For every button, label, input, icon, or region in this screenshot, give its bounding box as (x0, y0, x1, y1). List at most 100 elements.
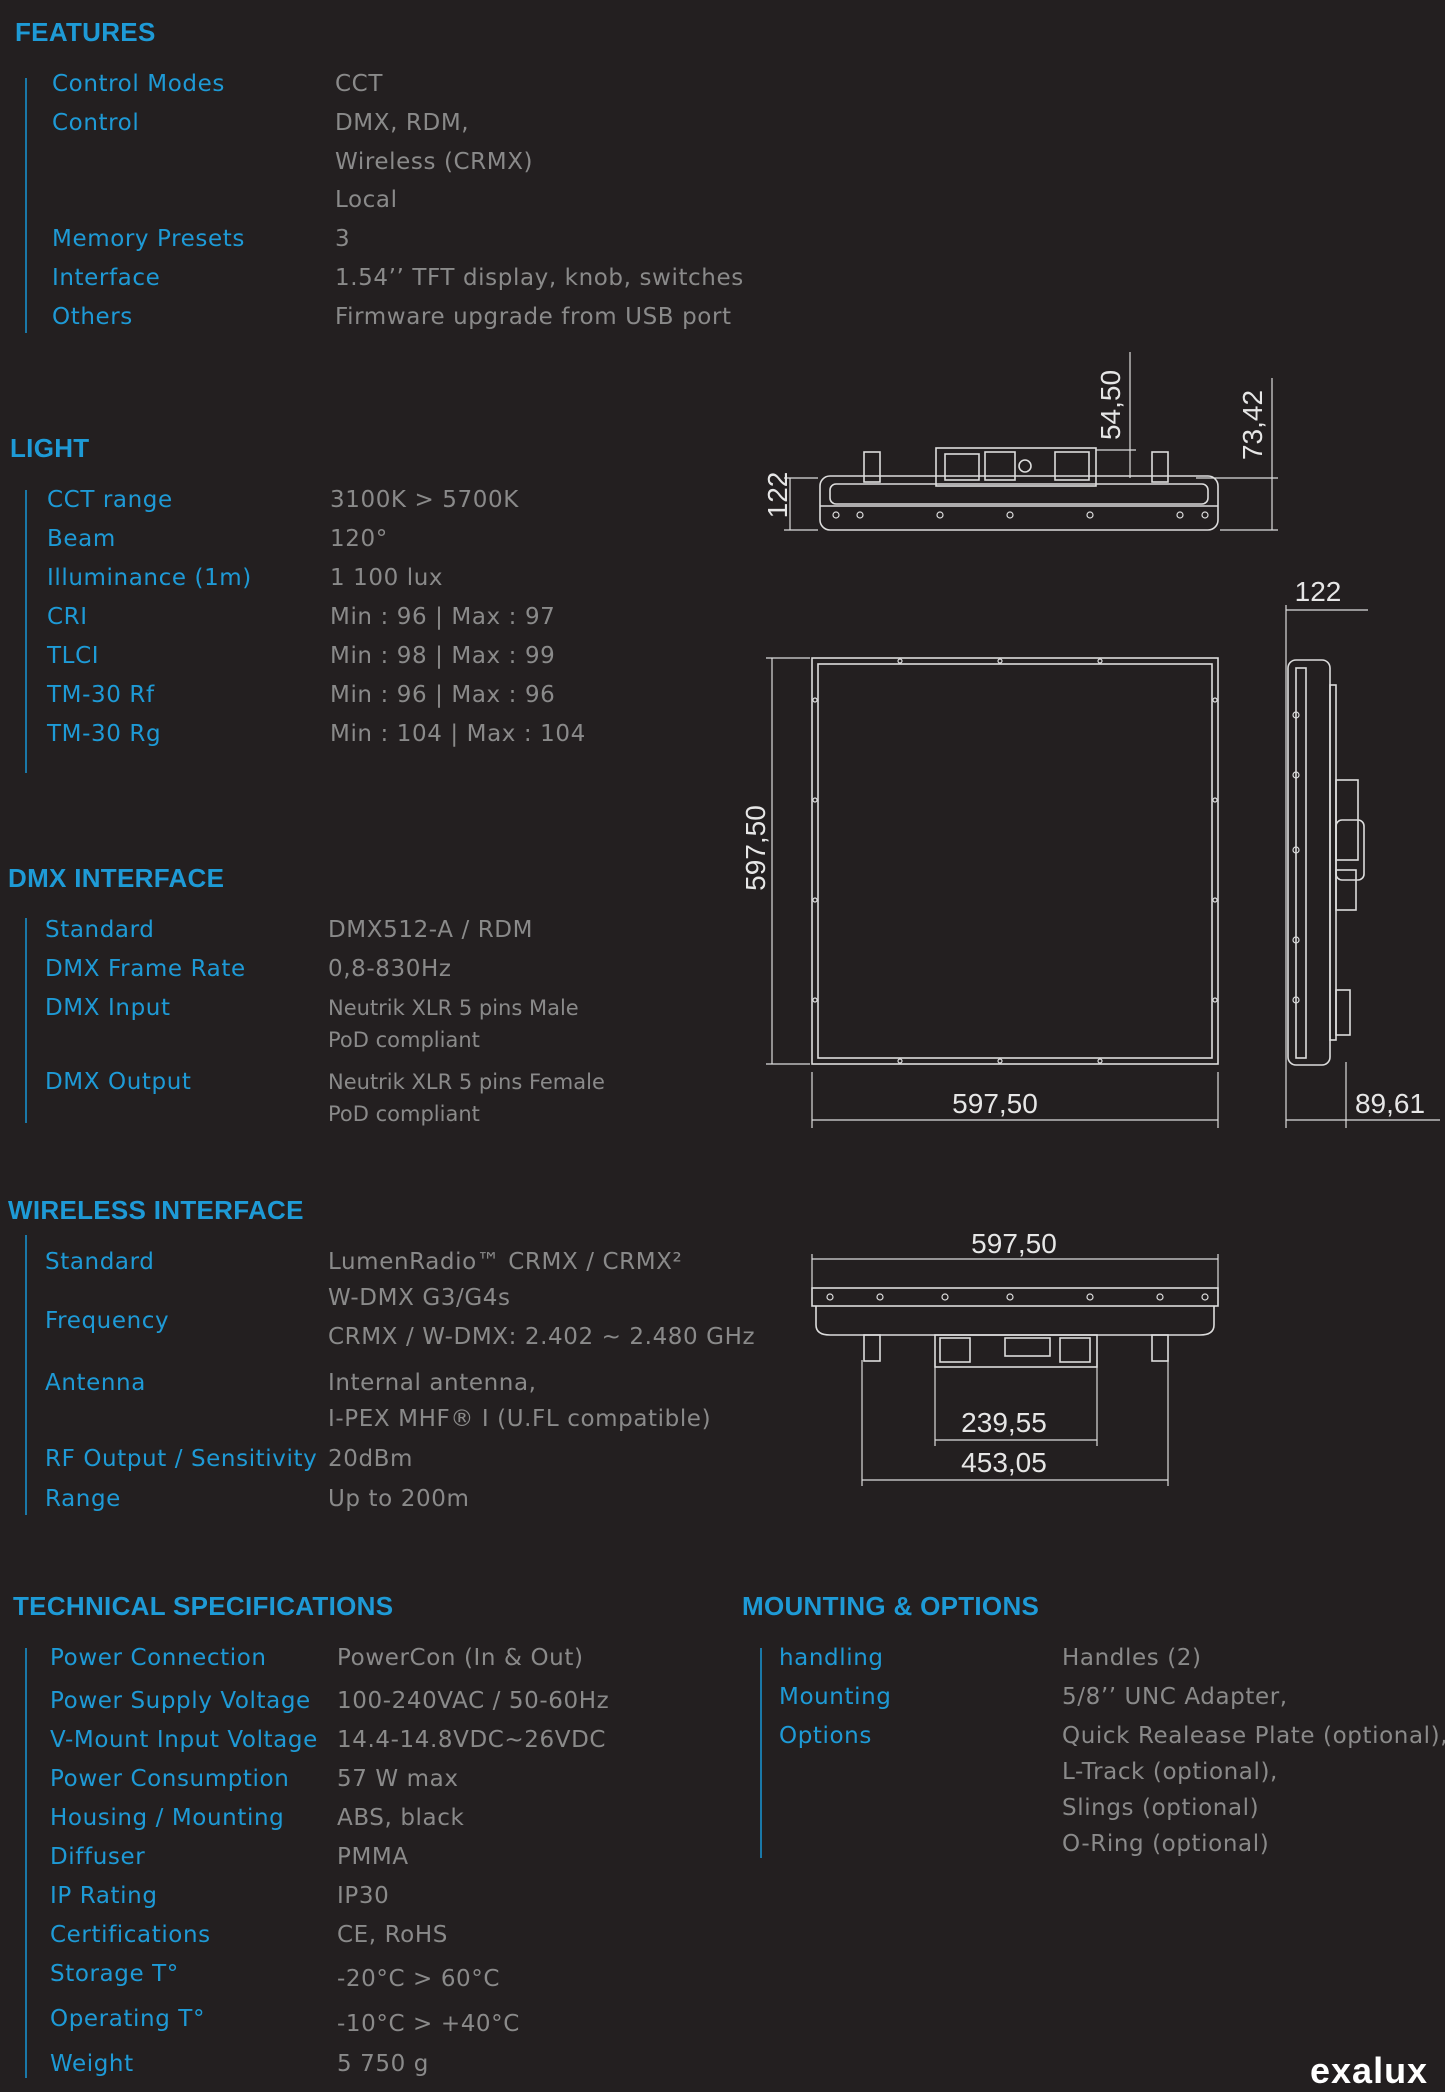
dmx-bar (25, 918, 27, 1123)
tech-label-certifications: Certifications (50, 1922, 211, 1948)
wireless-value-antenna-1: Internal antenna, (328, 1370, 537, 1396)
tech-value-weight: 5 750 g (337, 2051, 429, 2077)
mounting-value-options-4: O-Ring (optional) (1062, 1831, 1270, 1857)
dmx-label-output: DMX Output (45, 1069, 192, 1095)
front-view-dimension-lines (766, 657, 1219, 1128)
features-value-control-2: Wireless (CRMX) (335, 149, 534, 175)
mounting-label-options: Options (779, 1723, 872, 1749)
top-view-dim-122: 122 (762, 472, 793, 519)
tech-label-ip: IP Rating (50, 1883, 158, 1909)
bottom-view-dim-width: 597,50 (971, 1228, 1057, 1259)
tech-value-operating: -10°C > +40°C (337, 2011, 520, 2037)
front-view-dim-height: 597,50 (740, 805, 771, 891)
tech-label-consumption: Power Consumption (50, 1766, 290, 1792)
dmx-title: DMX INTERFACE (8, 863, 225, 893)
light-value-tlci: Min : 98 | Max : 99 (330, 643, 556, 669)
features-bar (25, 78, 27, 333)
tech-value-power-connection: PowerCon (In & Out) (337, 1645, 584, 1671)
dmx-value-input-2: PoD compliant (328, 1028, 480, 1052)
tech-label-power-connection: Power Connection (50, 1645, 267, 1671)
wireless-label-frequency: Frequency (45, 1308, 170, 1334)
light-title: LIGHT (10, 433, 90, 463)
mounting-value-options-3: Slings (optional) (1062, 1795, 1260, 1821)
light-label-cct: CCT range (47, 487, 173, 513)
side-view-drawing (1287, 659, 1365, 1066)
tech-value-ip: IP30 (337, 1883, 390, 1909)
tech-value-power-supply: 100-240VAC / 50-60Hz (337, 1688, 610, 1714)
wireless-label-range: Range (45, 1486, 121, 1512)
dmx-value-standard: DMX512-A / RDM (328, 917, 534, 943)
tech-title: TECHNICAL SPECIFICATIONS (13, 1591, 394, 1621)
light-value-tm30rg: Min : 104 | Max : 104 (330, 721, 586, 747)
side-view-dim-depth-bottom: 89,61 (1355, 1088, 1425, 1119)
light-value-tm30rf: Min : 96 | Max : 96 (330, 682, 556, 708)
tech-value-storage: -20°C > 60°C (337, 1966, 501, 1992)
mounting-label-handling: handling (779, 1645, 884, 1671)
mounting-value-mounting: 5/8’’ UNC Adapter, (1062, 1684, 1288, 1710)
tech-label-vmount: V-Mount Input Voltage (50, 1727, 318, 1753)
dmx-value-output-1: Neutrik XLR 5 pins Female (328, 1070, 605, 1094)
dmx-value-output-2: PoD compliant (328, 1102, 480, 1126)
bottom-view-drawing (811, 1287, 1219, 1368)
mounting-bar (760, 1648, 762, 1858)
light-value-beam: 120° (330, 526, 388, 552)
tech-value-housing: ABS, black (337, 1805, 465, 1831)
front-view-dim-width: 597,50 (952, 1088, 1038, 1119)
wireless-value-antenna-2: I-PEX MHF® I (U.FL compatible) (328, 1406, 712, 1432)
bottom-view-dim-outer: 453,05 (961, 1447, 1047, 1478)
light-label-tm30rg: TM-30 Rg (47, 721, 162, 747)
tech-value-consumption: 57 W max (337, 1766, 459, 1792)
dmx-label-framerate: DMX Frame Rate (45, 956, 246, 982)
wireless-value-frequency-2: CRMX / W-DMX: 2.402 ~ 2.480 GHz (328, 1324, 756, 1350)
exalux-logo: exalux (1310, 2050, 1429, 2091)
top-view-dim-7342: 73,42 (1237, 390, 1268, 460)
top-view-dimension-lines (784, 352, 1278, 531)
features-value-control-modes: CCT (335, 71, 383, 97)
mounting-value-handling: Handles (2) (1062, 1645, 1202, 1671)
tech-label-operating: Operating T° (50, 2006, 206, 2032)
light-label-beam: Beam (47, 526, 116, 552)
dmx-label-input: DMX Input (45, 995, 171, 1021)
dmx-value-input-1: Neutrik XLR 5 pins Male (328, 996, 579, 1020)
mounting-label-mounting: Mounting (779, 1684, 892, 1710)
light-value-illuminance: 1 100 lux (330, 565, 444, 591)
tech-value-diffuser: PMMA (337, 1844, 409, 1870)
light-bar (25, 490, 27, 773)
bottom-view-dim-inner: 239,55 (961, 1407, 1047, 1438)
light-label-tm30rf: TM-30 Rf (47, 682, 155, 708)
features-label-interface: Interface (52, 265, 161, 291)
features-value-others: Firmware upgrade from USB port (335, 304, 732, 330)
features-value-memory: 3 (335, 226, 351, 252)
wireless-label-standard: Standard (45, 1249, 155, 1275)
top-view-drawing (819, 447, 1219, 531)
dmx-label-standard: Standard (45, 917, 155, 943)
features-label-memory: Memory Presets (52, 226, 245, 252)
features-value-interface: 1.54’’ TFT display, knob, switches (335, 265, 744, 291)
tech-label-weight: Weight (50, 2051, 134, 2077)
features-value-control-3: Local (335, 187, 398, 213)
top-view-dim-5450: 54,50 (1095, 370, 1126, 440)
wireless-label-rf: RF Output / Sensitivity (45, 1446, 318, 1472)
side-view-dimension-lines (1285, 605, 1440, 1128)
light-label-tlci: TLCI (47, 643, 100, 669)
tech-value-vmount: 14.4-14.8VDC~26VDC (337, 1727, 607, 1753)
wireless-value-standard: LumenRadio™ CRMX / CRMX² (328, 1249, 683, 1275)
tech-label-diffuser: Diffuser (50, 1844, 146, 1870)
wireless-value-rf: 20dBm (328, 1446, 414, 1472)
wireless-value-frequency-1: W-DMX G3/G4s (328, 1285, 511, 1311)
mounting-title: MOUNTING & OPTIONS (742, 1591, 1040, 1621)
wireless-label-antenna: Antenna (45, 1370, 146, 1396)
dmx-value-framerate: 0,8-830Hz (328, 956, 452, 982)
features-label-control-modes: Control Modes (52, 71, 225, 97)
light-value-cct: 3100K > 5700K (330, 487, 519, 513)
features-value-control-1: DMX, RDM, (335, 110, 470, 136)
bottom-view-dimension-lines (811, 1254, 1219, 1486)
light-label-illuminance: Illuminance (1m) (47, 565, 252, 591)
wireless-value-range: Up to 200m (328, 1486, 470, 1512)
mounting-value-options-2: L-Track (optional), (1062, 1759, 1278, 1785)
features-label-control: Control (52, 110, 140, 136)
tech-bar (25, 1648, 27, 2078)
tech-label-power-supply: Power Supply Voltage (50, 1688, 311, 1714)
features-label-others: Others (52, 304, 133, 330)
